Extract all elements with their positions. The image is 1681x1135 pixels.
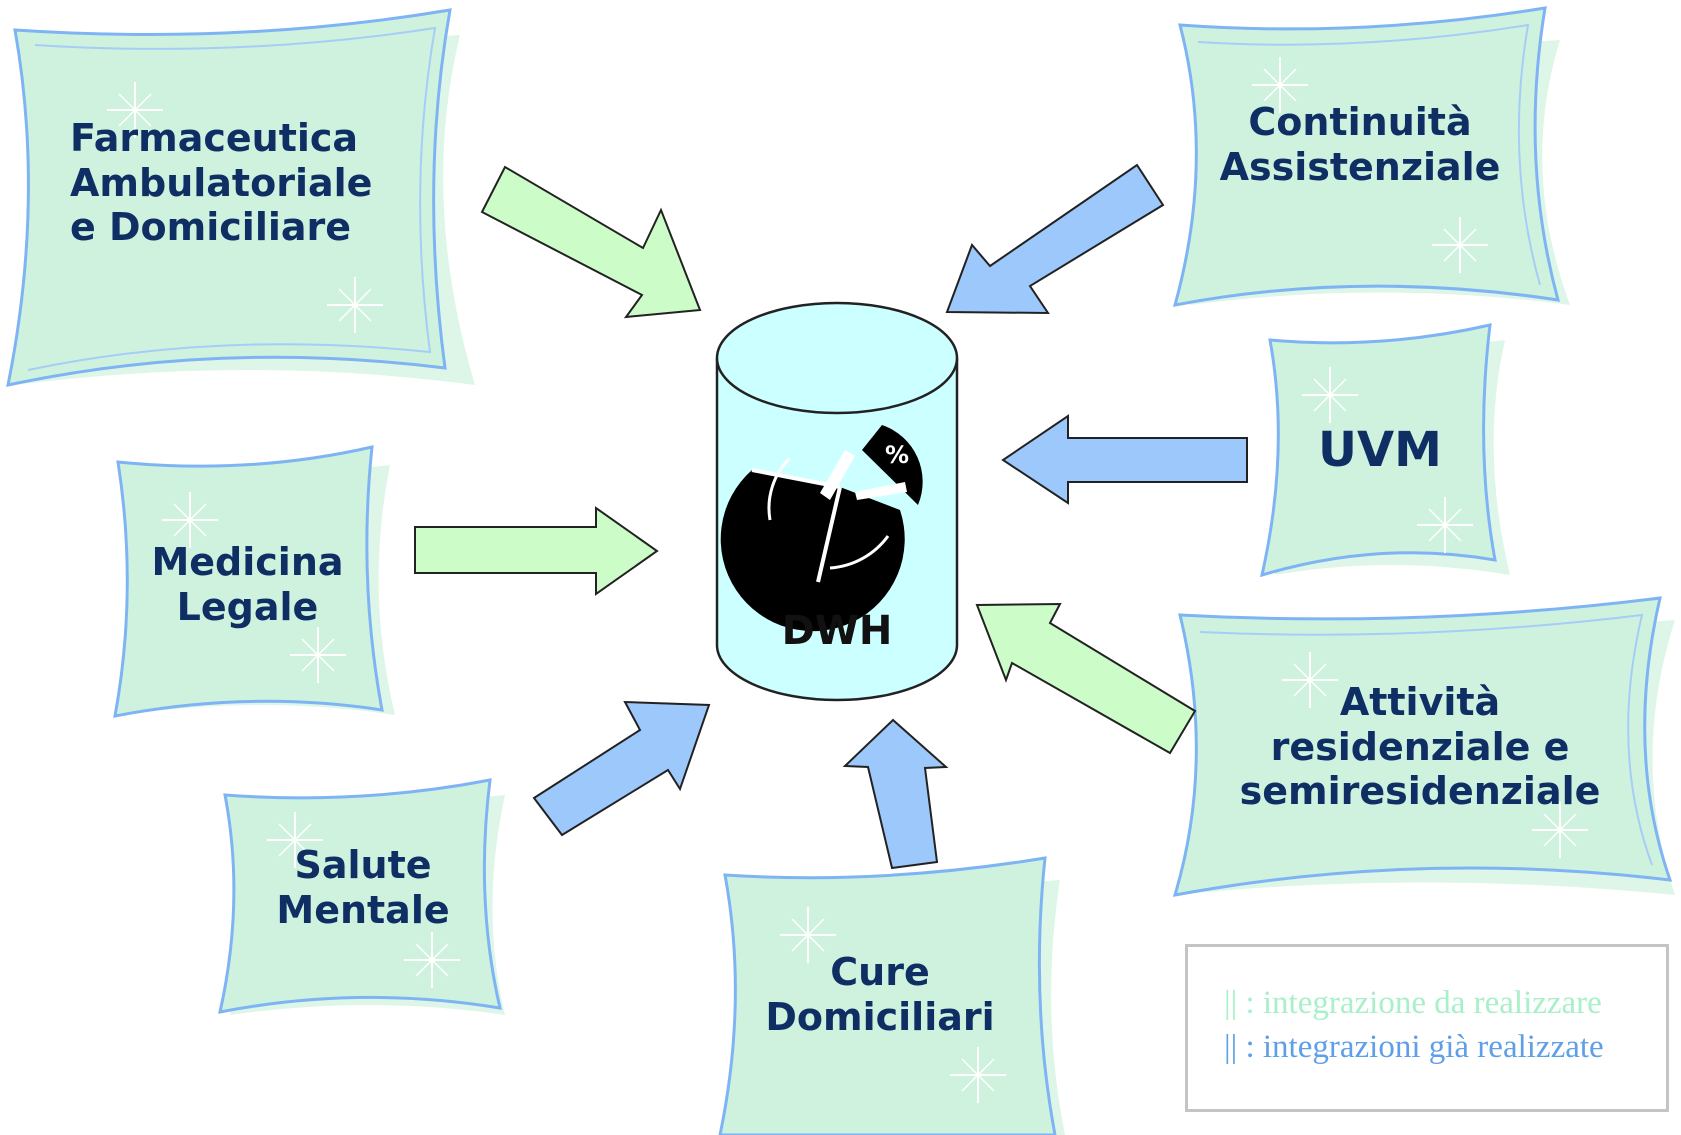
arrow-salute [532, 700, 711, 837]
arrow-attivita [975, 602, 1197, 755]
arrow-uvm [1001, 414, 1248, 505]
source-box-farmaceutica [6, 8, 475, 387]
dwh-label: DWH [781, 608, 893, 654]
source-box-medicina [113, 445, 395, 718]
arrow-medicina [414, 506, 659, 596]
legend-text-gia-realizzate: : integrazioni già realizzate [1237, 1029, 1604, 1065]
source-box-cure [718, 856, 1065, 1135]
arrow-continuita [945, 163, 1165, 315]
legend-text-da-realizzare: : integrazione da realizzare [1237, 985, 1602, 1021]
arrow-farmaceutica [480, 165, 702, 319]
source-box-salute [218, 778, 505, 1015]
source-box-continuita [1172, 6, 1570, 307]
arrow-cure [842, 718, 949, 870]
source-box-attivita [1172, 596, 1675, 897]
legend-marker-green: || [1224, 985, 1238, 1021]
legend-item-da-realizzare: || : integrazione da realizzare [1224, 985, 1602, 1022]
svg-text:%: % [885, 441, 909, 469]
legend-marker-blue: || [1224, 1029, 1238, 1065]
label-attivita: Attività residenziale e semiresidenziale [1239, 679, 1601, 814]
legend-item-gia-realizzate: || : integrazioni già realizzate [1224, 1029, 1604, 1066]
pie-chart-percent-icon: % [720, 425, 923, 632]
label-uvm: UVM [1318, 421, 1442, 478]
label-continuita: Continuità Assistenziale [1219, 100, 1501, 189]
label-salute: Salute Mentale [276, 843, 450, 932]
label-medicina: Medicina Legale [151, 540, 344, 629]
label-farmaceutica: Farmaceutica Ambulatoriale e Domiciliare [70, 115, 373, 250]
label-cure: Cure Domiciliari [765, 950, 995, 1039]
source-box-uvm [1259, 323, 1510, 578]
legend: || : integrazione da realizzare || : int… [1185, 944, 1669, 1112]
